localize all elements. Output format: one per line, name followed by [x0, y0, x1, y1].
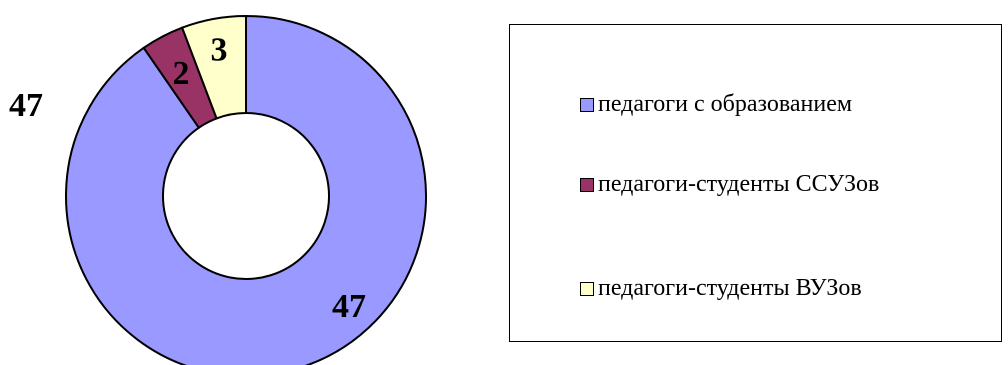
donut-slice-university-students [180, 14, 247, 120]
legend-swatch-icon [580, 281, 594, 296]
legend-item-college-students: педагоги-студенты ССУЗов [580, 171, 879, 198]
donut-chart-svg: 47 23 [65, 14, 427, 365]
data-label-1: 47 [332, 288, 366, 325]
legend-label: педагоги-студенты ССУЗов [598, 171, 880, 197]
donut-slice-educated-teachers [65, 14, 427, 365]
legend-swatch-icon [580, 97, 594, 112]
data-label-outside: 47 [9, 87, 43, 124]
chart-legend: педагоги с образованием педагоги-студент… [509, 24, 1002, 342]
data-label-2: 2 [172, 55, 189, 92]
legend-item-educated-teachers: педагоги с образованием [580, 91, 852, 118]
legend-swatch-icon [580, 177, 594, 192]
data-label-3: 3 [210, 31, 227, 68]
legend-label: педагоги-студенты ВУЗов [598, 275, 862, 301]
legend-item-university-students: педагоги-студенты ВУЗов [580, 275, 862, 302]
legend-label: педагоги с образованием [598, 91, 853, 117]
